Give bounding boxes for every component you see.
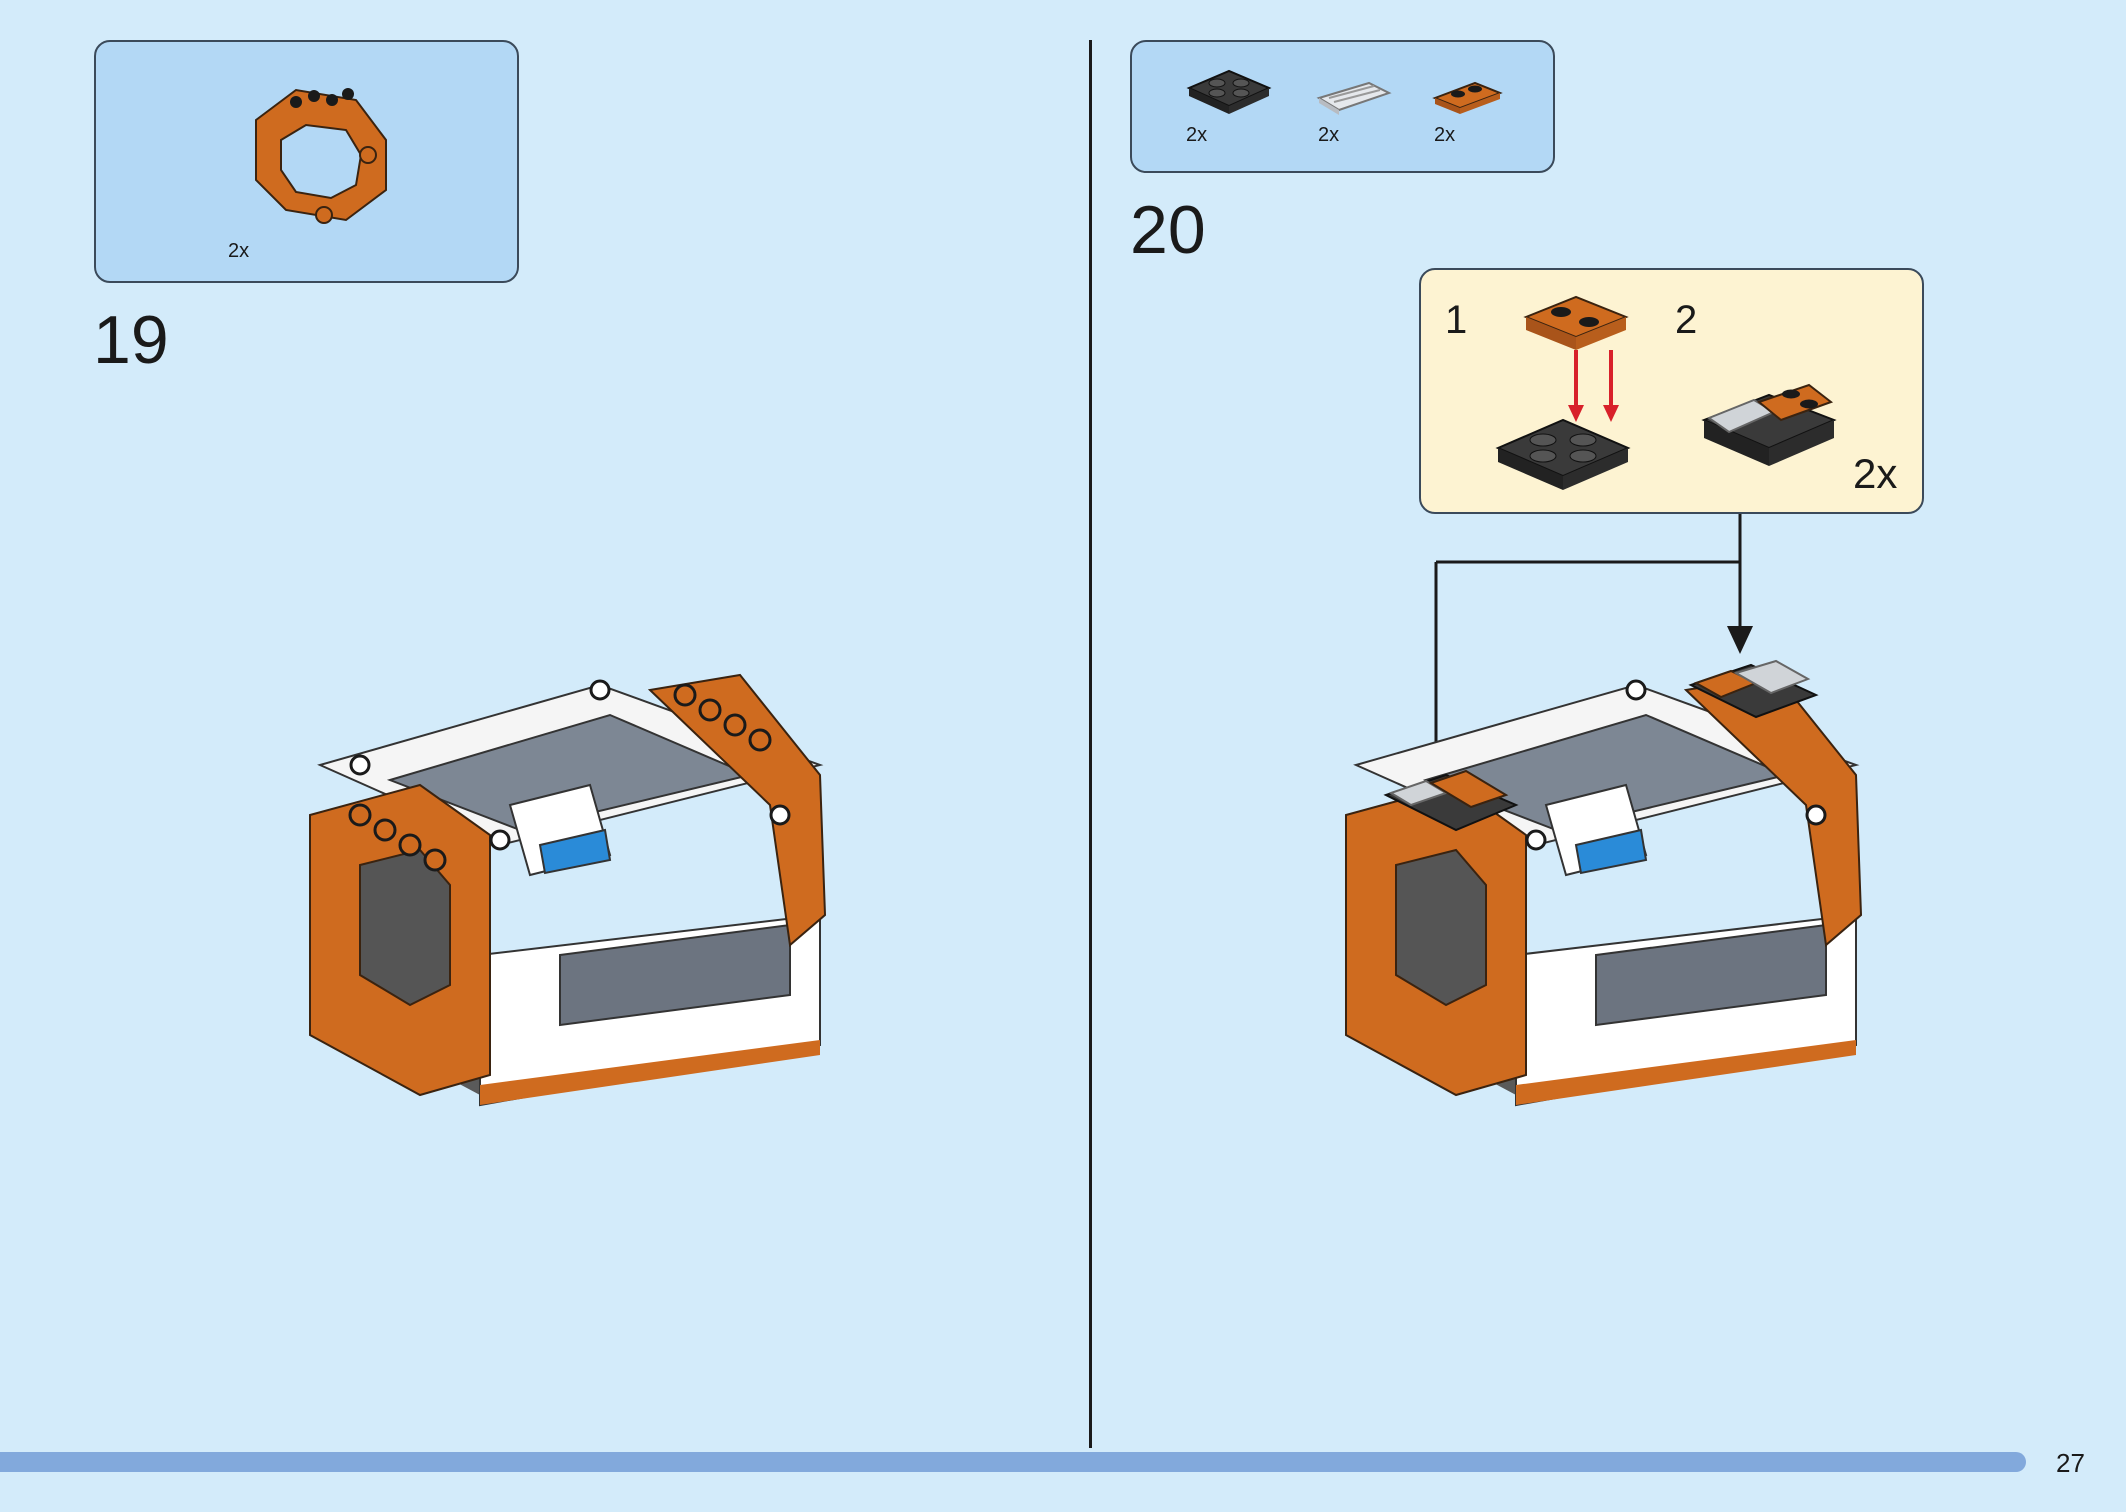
orange-plate-1x2-icon	[1432, 81, 1503, 114]
assembled-sub-part-icon	[1701, 383, 1837, 466]
substep-multiplier: 2x	[1853, 450, 1898, 497]
page-number: 27	[2056, 1448, 2085, 1478]
part-quantity: 2x	[1434, 124, 1456, 146]
part-quantity: 2x	[1186, 124, 1208, 146]
page-divider	[1089, 40, 1092, 1448]
part-quantity: 2x	[1318, 124, 1340, 146]
red-arrow-icon	[1568, 350, 1619, 422]
black-plate-2x2-icon	[1495, 418, 1631, 490]
substep-number: 2	[1675, 298, 1698, 342]
parts-list-box: 2x 2x 2x	[1130, 40, 1555, 173]
model-illustration	[1345, 659, 1863, 1107]
orange-octagonal-frame-icon	[255, 88, 387, 224]
clear-grille-tile-icon	[1316, 81, 1392, 115]
step-number: 20	[1130, 192, 1206, 268]
part-quantity: 2x	[228, 240, 250, 262]
footer-bar	[0, 1452, 2026, 1472]
parts-list-box: 2x	[94, 40, 519, 283]
orange-plate-1x2-icon	[1523, 295, 1629, 350]
model-illustration	[309, 673, 827, 1107]
substep-callout: 1 2 2x	[1419, 268, 1924, 514]
substep-number: 1	[1445, 298, 1468, 342]
black-plate-2x2-icon	[1186, 69, 1272, 114]
step-number: 19	[93, 302, 169, 378]
